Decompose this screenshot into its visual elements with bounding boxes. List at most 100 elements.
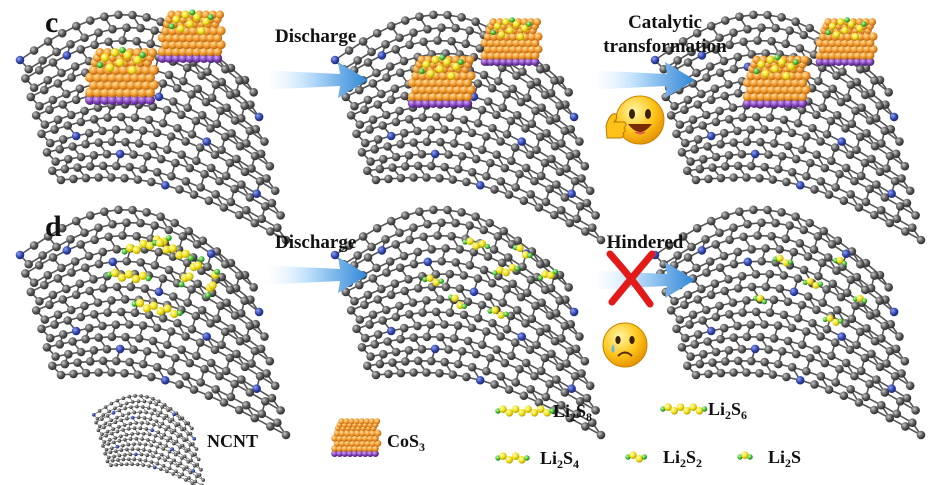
carbon-atom: [721, 211, 730, 220]
carbon-atom: [108, 450, 113, 455]
carbon-atom: [96, 428, 101, 433]
carbon-atom: [170, 218, 179, 228]
carbon-atom: [133, 370, 143, 379]
lithium-atom: [527, 252, 533, 259]
carbon-atom: [742, 368, 751, 377]
carbon-atom: [155, 461, 160, 466]
carbon-atom: [225, 158, 235, 168]
carbon-atom: [751, 307, 761, 317]
carbon-atom: [409, 223, 418, 232]
carbon-atom: [107, 422, 112, 427]
carbon-atom: [560, 193, 570, 202]
sulfur-atom: [518, 51, 527, 60]
carbon-atom: [148, 336, 158, 346]
sulfur-atom: [188, 26, 199, 36]
sulfur-atom: [138, 271, 148, 280]
sulfur-atom: [333, 429, 341, 437]
carbon-atom: [58, 295, 68, 304]
carbon-atom: [166, 455, 170, 459]
lithium-atom: [825, 29, 831, 36]
carbon-atom: [463, 141, 473, 151]
carbon-atom: [451, 258, 461, 267]
carbon-atom: [105, 429, 110, 434]
sulfur-atom: [354, 429, 361, 437]
carbon-atom: [144, 410, 148, 415]
carbon-atom: [100, 417, 104, 421]
carbon-atom: [457, 346, 467, 356]
carbon-atom: [743, 219, 752, 229]
sulfur-atom: [164, 33, 174, 43]
cobalt-atom: [821, 57, 831, 66]
carbon-atom: [128, 10, 137, 20]
carbon-atom: [711, 152, 721, 162]
carbon-atom: [196, 183, 205, 192]
carbon-atom: [895, 137, 904, 146]
carbon-atom: [182, 438, 186, 443]
sulfur-atom: [787, 85, 797, 95]
sulfur-atom: [518, 38, 527, 48]
polysulfide-atom: [133, 55, 142, 65]
carbon-atom: [180, 456, 184, 460]
carbon-atom: [855, 132, 865, 142]
carbon-atom: [842, 93, 852, 103]
carbon-atom: [399, 251, 409, 261]
carbon-atom: [479, 70, 489, 80]
sulfur-atom: [683, 407, 691, 415]
sulfur-atom: [164, 46, 174, 57]
carbon-atom: [40, 120, 50, 129]
carbon-atom: [465, 260, 475, 270]
carbon-atom: [728, 103, 738, 112]
carbon-atom: [846, 190, 855, 199]
carbon-atom: [94, 138, 103, 147]
nitrogen-atom: [469, 92, 479, 102]
carbon-atom: [580, 356, 590, 366]
carbon-atom: [447, 36, 456, 46]
nitrogen-atom: [111, 411, 116, 415]
carbon-atom: [373, 295, 383, 304]
sulfur-atom: [773, 71, 784, 81]
carbon-atom: [165, 469, 169, 474]
carbon-atom: [508, 279, 518, 289]
sulfur-atom: [480, 51, 489, 60]
polysulfide-atom: [426, 69, 435, 78]
carbon-atom: [142, 416, 147, 420]
carbon-atom: [755, 173, 764, 183]
carbon-atom: [885, 151, 895, 161]
carbon-atom: [870, 76, 879, 85]
carbon-atom: [870, 271, 879, 280]
carbon-atom: [132, 426, 137, 431]
carbon-atom: [166, 327, 176, 336]
carbon-atom: [110, 458, 115, 463]
carbon-atom: [45, 300, 54, 310]
sulfur-atom: [181, 40, 192, 50]
sulfur-atom: [193, 261, 203, 270]
carbon-atom: [715, 228, 724, 238]
li2s-legend-icon: [737, 451, 753, 460]
cobalt-atom: [791, 98, 801, 108]
carbon-atom: [112, 282, 122, 292]
sulfur-atom: [760, 85, 770, 95]
carbon-atom: [525, 150, 535, 160]
sulfur-atom: [763, 91, 773, 102]
sulfur-atom: [828, 38, 837, 48]
carbon-atom: [827, 156, 836, 166]
carbon-atom: [388, 358, 397, 367]
carbon-atom: [715, 68, 725, 77]
carbon-atom: [540, 90, 550, 100]
carbon-atom: [443, 205, 452, 215]
carbon-atom: [136, 399, 141, 404]
carbon-atom: [675, 315, 685, 324]
sulfur-atom: [115, 87, 125, 98]
sulfur-atom: [512, 51, 521, 60]
sulfur-atom: [111, 80, 122, 90]
sulfur-atom: [137, 72, 148, 83]
sulfur-atom: [463, 91, 473, 102]
carbon-atom: [355, 315, 365, 324]
polysulfide-atom: [447, 71, 456, 80]
carbon-atom: [112, 244, 121, 254]
carbon-atom: [490, 185, 499, 194]
carbon-atom: [126, 426, 131, 431]
carbon-atom: [370, 144, 380, 154]
carbon-atom: [459, 115, 469, 125]
carbon-atom: [140, 284, 150, 293]
